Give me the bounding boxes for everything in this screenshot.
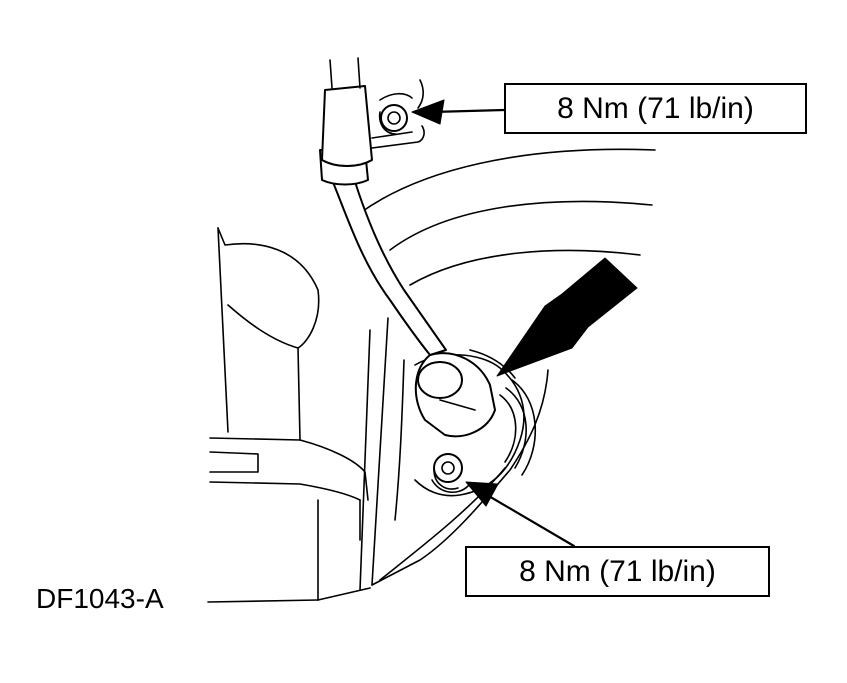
engine-block-outline <box>209 227 369 601</box>
sensor-mount <box>414 349 537 497</box>
torque-callout-upper: 8 Nm (71 lb/in) <box>504 83 807 134</box>
figure-id-label: DF1043-A <box>36 583 164 614</box>
flange-outline <box>317 317 549 601</box>
housing-outline <box>359 148 656 286</box>
upper-callout-arrow <box>411 99 506 125</box>
lower-callout-arrow <box>465 481 576 548</box>
figure-id-leader <box>207 599 319 603</box>
speed-sensor <box>414 352 496 438</box>
torque-callout-lower: 8 Nm (71 lb/in) <box>465 546 770 597</box>
upper-bolt <box>378 104 408 135</box>
lower-bolt <box>431 453 469 493</box>
sensor-harness <box>319 57 447 356</box>
location-pointer-icon <box>496 257 638 377</box>
